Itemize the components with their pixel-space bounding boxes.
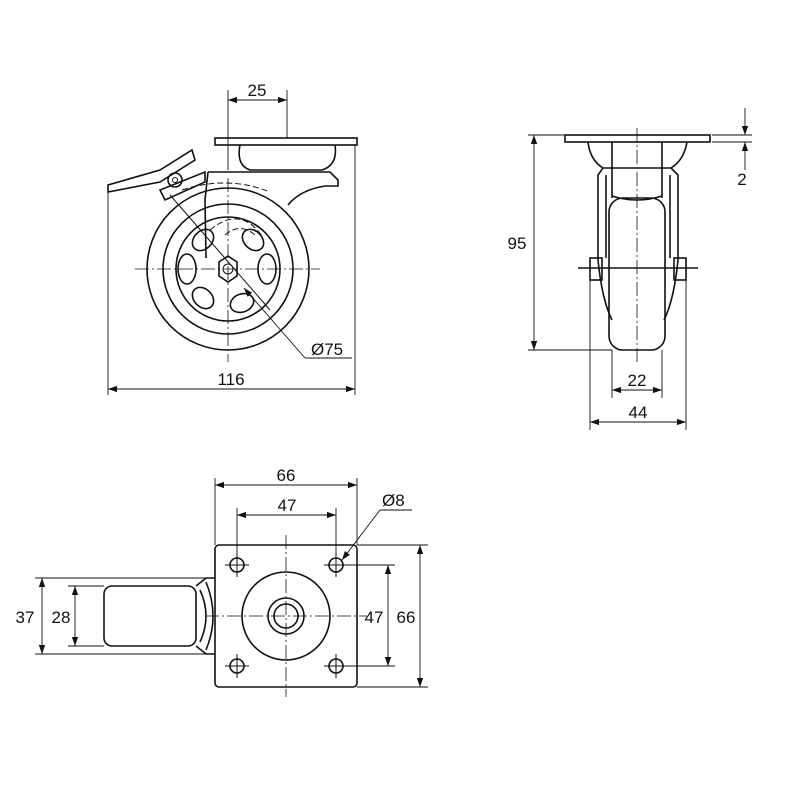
dim-brake-inner: 28 bbox=[52, 608, 71, 627]
brake-pedal-top bbox=[103, 585, 197, 647]
dim-plate-height: 66 bbox=[397, 608, 416, 627]
dim-fork-width: 44 bbox=[629, 403, 648, 422]
dim-wheel-width: 22 bbox=[628, 371, 647, 390]
dim-plate-width: 66 bbox=[277, 466, 296, 485]
side-view: 25 116 Ø75 bbox=[107, 81, 358, 395]
dim-top-offset: 25 bbox=[248, 81, 267, 100]
brake-lever bbox=[107, 148, 196, 193]
dim-plate-thickness: 2 bbox=[737, 170, 746, 189]
swivel-boss bbox=[241, 571, 331, 661]
dim-hole-spacing-x: 47 bbox=[278, 496, 297, 515]
dim-total-height: 95 bbox=[508, 234, 527, 253]
dim-overall-length: 116 bbox=[217, 370, 244, 389]
dim-hole-diameter: Ø8 bbox=[382, 491, 405, 510]
mounting-plate-front bbox=[564, 134, 711, 143]
dim-wheel-diameter: Ø75 bbox=[311, 340, 343, 359]
mounting-plate-side bbox=[214, 137, 358, 146]
center-hole bbox=[267, 597, 305, 635]
axle-nut-right bbox=[673, 257, 687, 281]
dim-hole-spacing-y: 47 bbox=[365, 608, 384, 627]
mounting-hole bbox=[225, 654, 249, 678]
brake-pivot bbox=[167, 172, 183, 188]
top-view: 66 47 Ø8 66 47 37 28 bbox=[16, 466, 428, 697]
axle-nut-left bbox=[589, 257, 603, 281]
swivel-housing bbox=[238, 144, 337, 171]
fork-side bbox=[204, 171, 209, 259]
dim-brake-outer: 37 bbox=[16, 608, 35, 627]
front-view: 2 95 22 44 bbox=[508, 108, 752, 430]
